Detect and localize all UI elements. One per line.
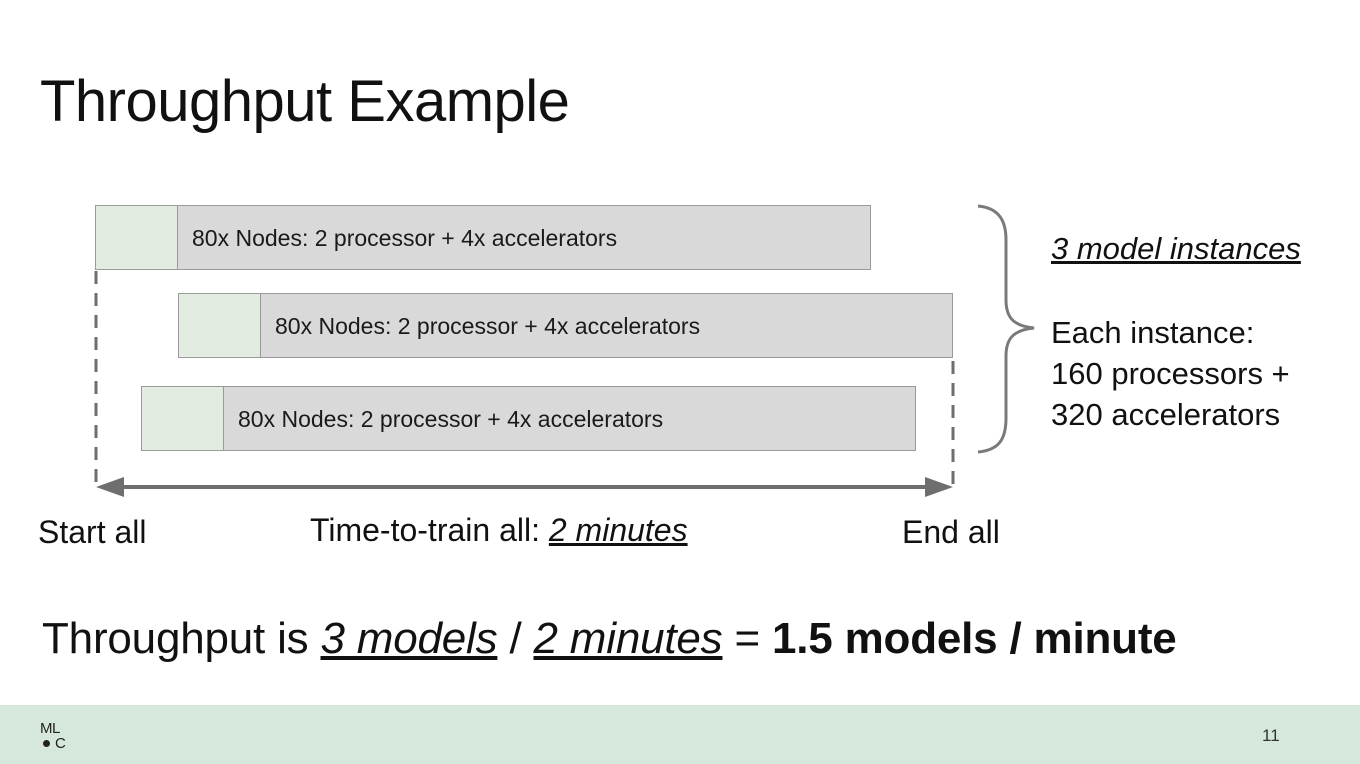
instances-brace	[977, 204, 1035, 454]
bar-label: 80x Nodes: 2 processor + 4x accelerators	[238, 406, 664, 432]
time-to-train-prefix: Time-to-train all:	[310, 512, 549, 548]
summary-prefix: Throughput is	[42, 614, 321, 663]
summary-minutes: 2 minutes	[533, 614, 723, 663]
bar-lead-block	[179, 294, 261, 357]
logo-dot-icon	[43, 740, 50, 747]
footer-band: ML C 11	[0, 705, 1360, 764]
bar-label: 80x Nodes: 2 processor + 4x accelerators	[192, 225, 618, 251]
logo-line1: ML	[40, 720, 60, 737]
instance-bar-1: 80x Nodes: 2 processor + 4x accelerators	[95, 205, 871, 270]
time-arrow-left-head	[96, 477, 124, 497]
summary-result: 1.5 models / minute	[772, 614, 1177, 663]
instance-desc-line3: 320 accelerators	[1051, 397, 1281, 432]
time-to-train-value: 2 minutes	[548, 512, 688, 548]
bar-lead-block	[96, 206, 178, 269]
instance-bar-3: 80x Nodes: 2 processor + 4x accelerators	[141, 386, 916, 451]
summary-slash: /	[497, 614, 534, 663]
slide-title: Throughput Example	[40, 69, 570, 134]
mlc-logo: ML C	[40, 719, 74, 753]
throughput-summary: Throughput is 3 models / 2 minutes = 1.5…	[42, 614, 1177, 664]
time-to-train-label: Time-to-train all: 2 minutes	[310, 512, 688, 549]
summary-models: 3 models	[320, 614, 498, 663]
instances-heading: 3 model instances	[1051, 231, 1301, 266]
start-all-label: Start all	[38, 514, 147, 550]
bar-lead-block	[142, 387, 224, 450]
instance-bar-2: 80x Nodes: 2 processor + 4x accelerators	[178, 293, 953, 358]
instance-description: Each instance: 160 processors + 320 acce…	[1051, 312, 1290, 435]
instance-desc-line2: 160 processors +	[1051, 356, 1290, 391]
instance-desc-line1: Each instance:	[1051, 315, 1255, 350]
page-number: 11	[1262, 726, 1280, 745]
end-all-label: End all	[902, 514, 1000, 550]
time-arrow-right-head	[925, 477, 953, 497]
logo-line2: C	[55, 735, 66, 752]
bar-label: 80x Nodes: 2 processor + 4x accelerators	[275, 313, 701, 339]
summary-equals: =	[722, 614, 773, 663]
